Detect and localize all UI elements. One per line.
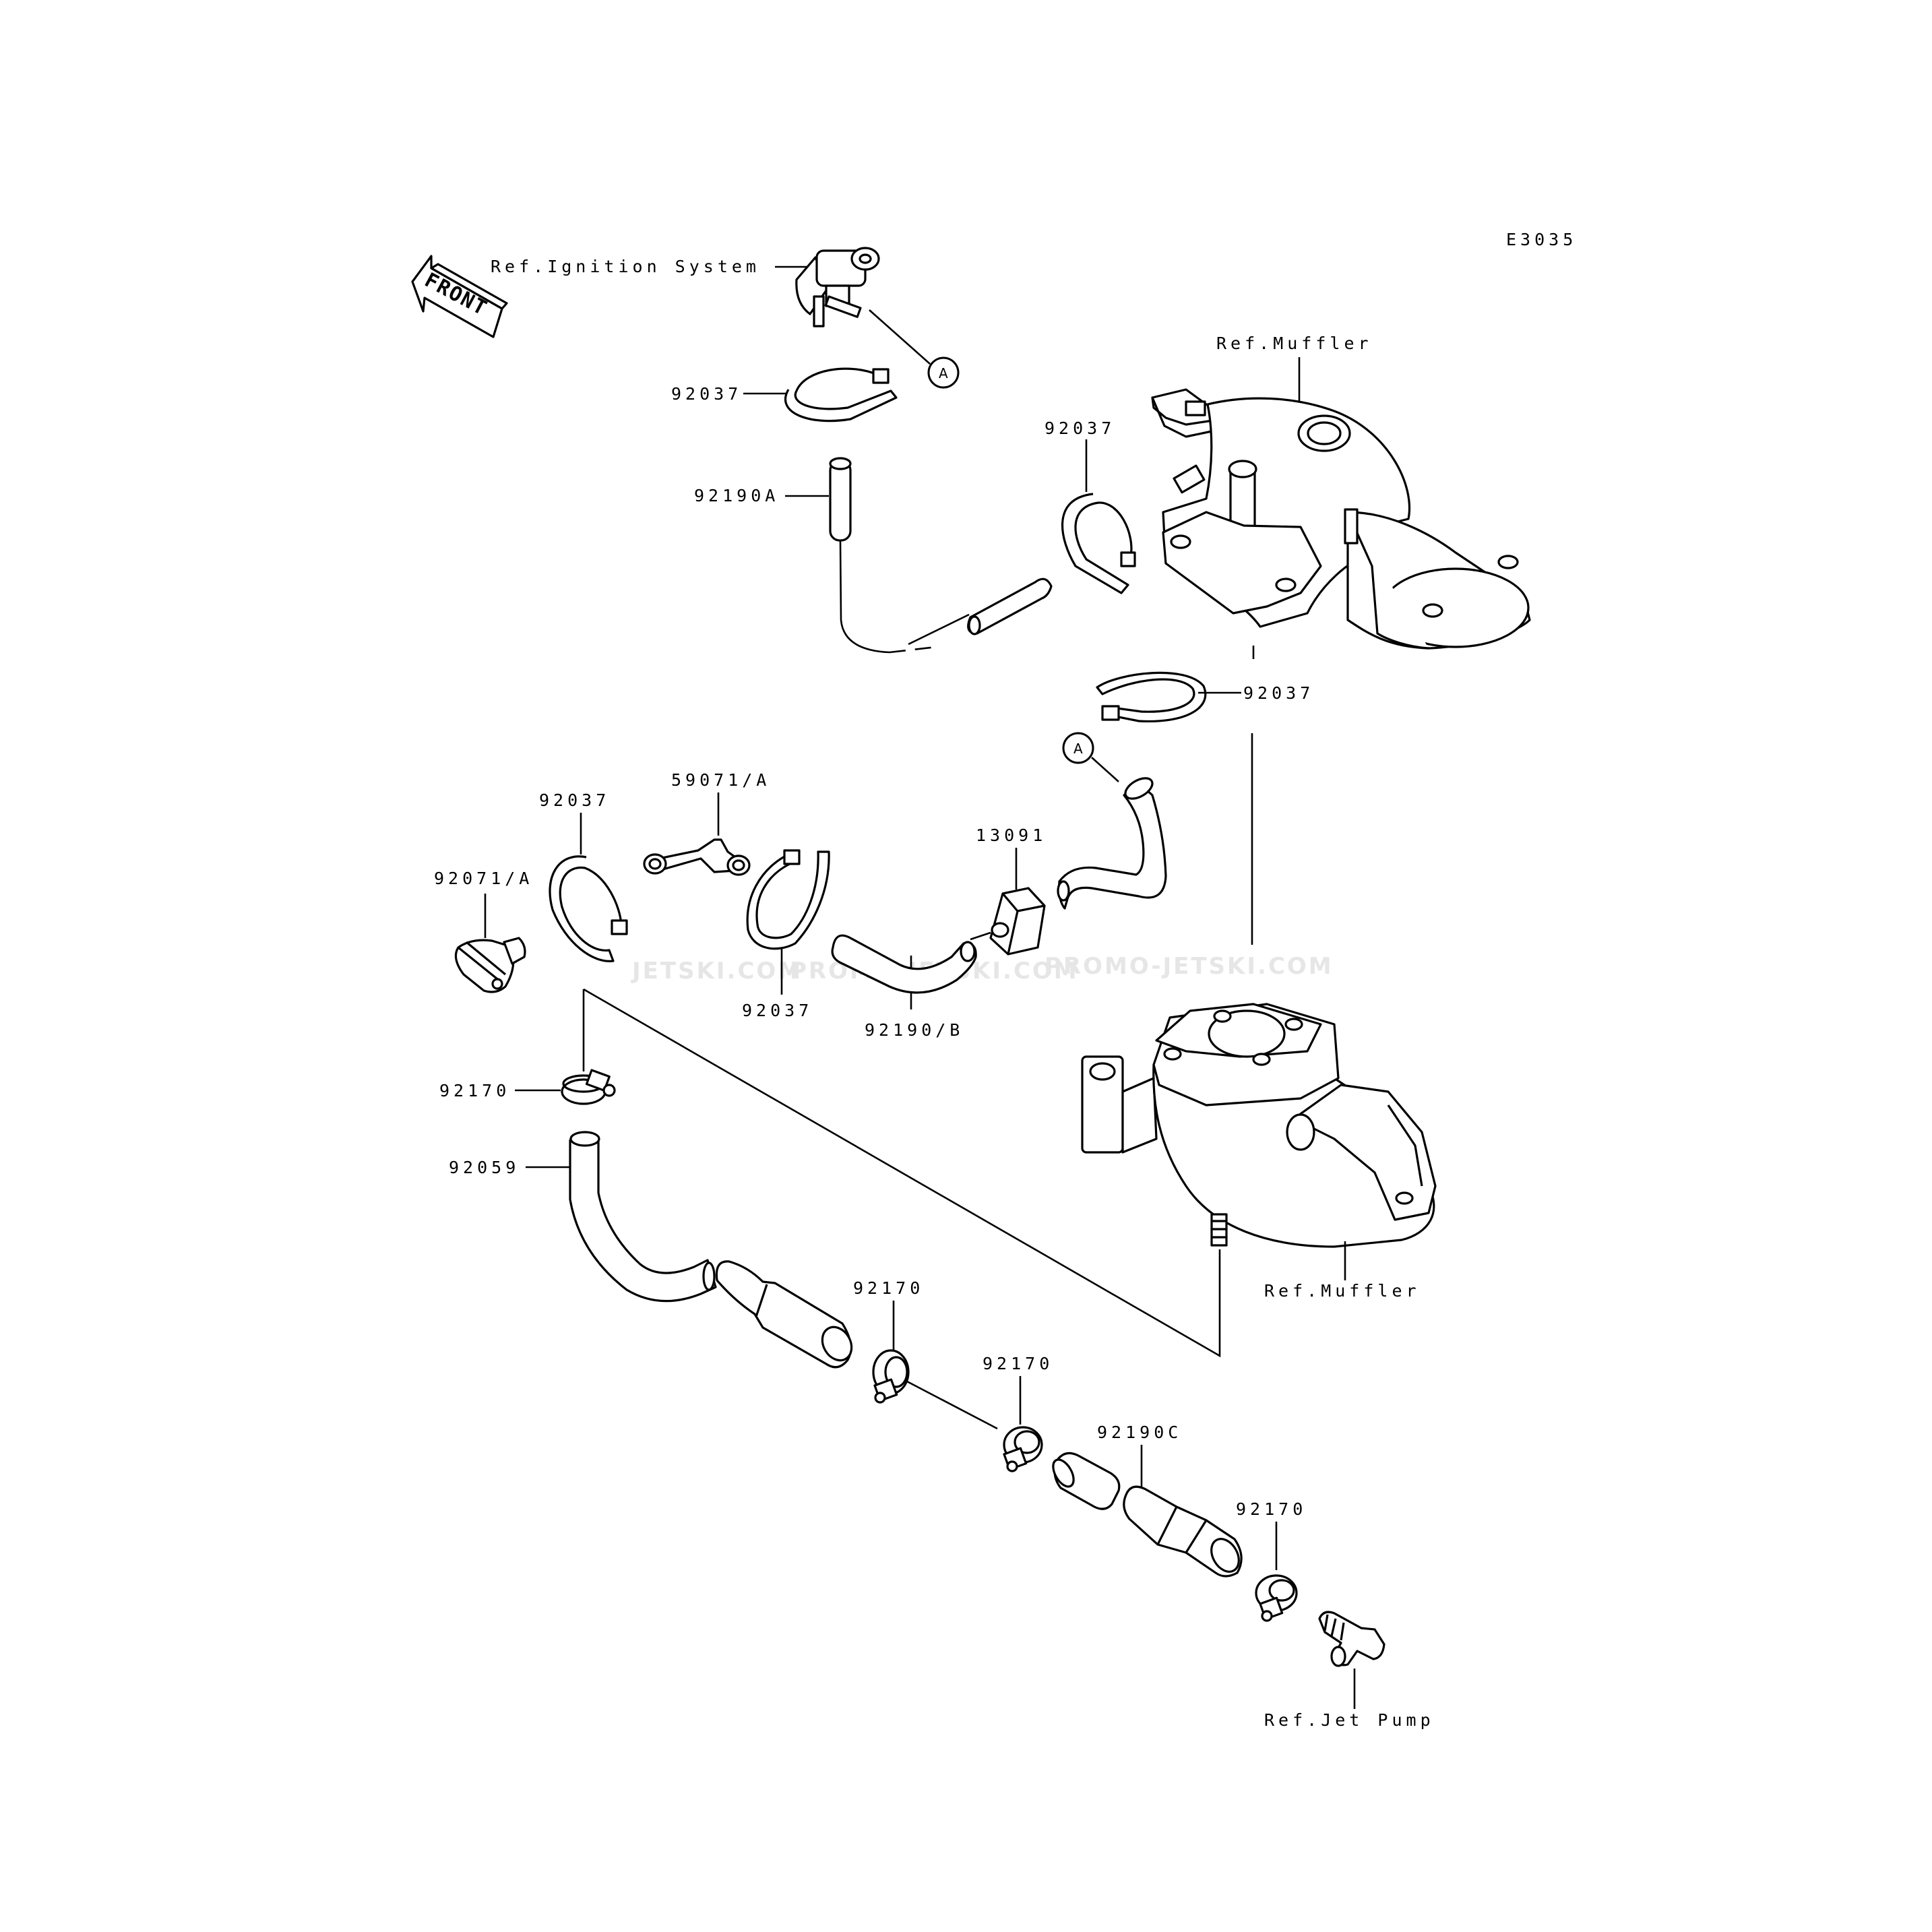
muffler-upper xyxy=(1151,388,1531,650)
hose-a-route-2 xyxy=(908,613,970,646)
hose-label: 92059 xyxy=(449,1158,520,1177)
valve-label: 13091 xyxy=(976,825,1047,845)
hose-b-tube xyxy=(831,934,977,994)
watermark: JETSKI.COM PROMO-JETSKI.COM PROMO-JETSKI… xyxy=(631,953,1334,985)
clamp-right-label: 92037 xyxy=(1045,418,1115,438)
watermark-text-1: JETSKI.COM xyxy=(631,958,803,985)
callout-a-top-text: A xyxy=(939,365,948,381)
clamp-top xyxy=(784,367,898,423)
leader-a-top xyxy=(869,309,931,365)
hose-clamp-4 xyxy=(1255,1574,1298,1622)
clamp-left xyxy=(549,855,628,962)
watermark-text-3: PROMO-JETSKI.COM xyxy=(1045,953,1334,980)
ignition-fitting xyxy=(795,247,880,328)
hose-clamp-4-label: 92170 xyxy=(1236,1499,1307,1519)
valve-13091 xyxy=(970,887,1046,956)
fitting-label: 59071/A xyxy=(671,770,770,790)
hose-c-tube xyxy=(1052,1452,1243,1578)
hose-clamp-1 xyxy=(561,1069,616,1105)
hose-clamp-2 xyxy=(872,1349,910,1404)
clamp-left-lower xyxy=(746,849,830,950)
jet-pump-fitting xyxy=(1318,1611,1385,1667)
plug-label: 92071/A xyxy=(434,869,533,888)
hose-clamp-1-label: 92170 xyxy=(439,1081,510,1100)
hose-clamp-3-label: 92170 xyxy=(983,1354,1053,1373)
diagram-code: E3035 xyxy=(1506,230,1577,249)
ref-jet-pump-label: Ref.Jet Pump xyxy=(1264,1710,1435,1730)
plug-92071a xyxy=(454,937,526,993)
callout-a-top: A xyxy=(927,356,960,389)
hose-clamp-3 xyxy=(1003,1426,1043,1472)
callout-a-lower-text: A xyxy=(1073,741,1083,757)
hose-upper-right xyxy=(1057,777,1167,910)
hose-a-route-dashed xyxy=(889,646,937,654)
leader-a-lower xyxy=(1091,757,1119,782)
muffler-lower xyxy=(1081,1003,1437,1248)
hose-a-route xyxy=(839,540,890,654)
clamp-mid-label: 92037 xyxy=(1243,683,1314,703)
clamp-left-lower-label: 92037 xyxy=(742,1001,813,1020)
hose-c-label: 92190C xyxy=(1097,1423,1182,1442)
hose-clamp-2-label: 92170 xyxy=(853,1278,924,1298)
fitting-59071a xyxy=(643,838,751,876)
ref-muffler-top-label: Ref.Muffler xyxy=(1216,334,1373,353)
ref-muffler-bottom-label: Ref.Muffler xyxy=(1264,1281,1421,1301)
clamp-top-label: 92037 xyxy=(671,384,742,404)
hose-a-label: 92190A xyxy=(694,486,779,505)
clamp-right xyxy=(1061,493,1136,594)
callout-a-lower: A xyxy=(1062,732,1094,764)
ref-ignition-label: Ref.Ignition System xyxy=(491,257,760,276)
link-clamp-2-3 xyxy=(906,1380,998,1430)
hose-b-label: 92190/B xyxy=(865,1020,964,1040)
route-line-diagonal xyxy=(583,988,1221,1358)
hose-92059 xyxy=(569,1131,853,1369)
clamp-left-label: 92037 xyxy=(539,790,610,810)
clamp-mid xyxy=(1096,671,1207,723)
